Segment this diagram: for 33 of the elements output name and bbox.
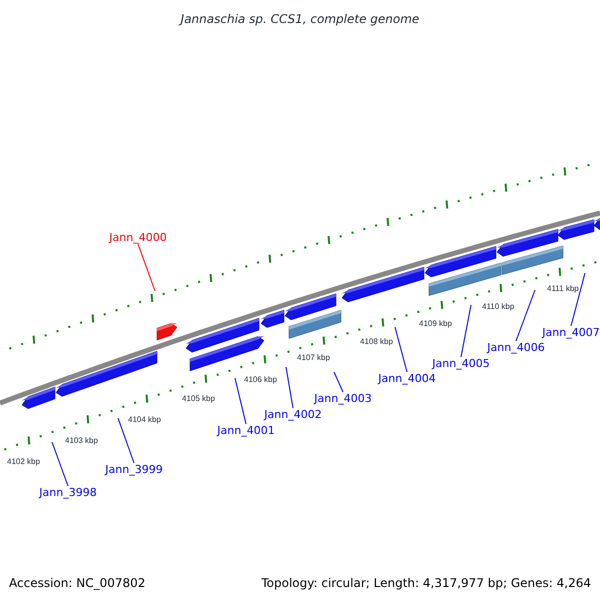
gene-label: Jann_3998 bbox=[39, 486, 97, 499]
gene-label: Jann_4004 bbox=[378, 372, 436, 385]
leader-line bbox=[460, 304, 472, 358]
position-label: 4103 kbp bbox=[65, 436, 98, 446]
gene-label: Jann_3999 bbox=[105, 463, 163, 476]
leader-line bbox=[334, 372, 344, 392]
leader-line bbox=[234, 378, 246, 424]
leader-line bbox=[118, 418, 134, 464]
position-label: 4111 kbp bbox=[547, 284, 579, 294]
gene-label: Jann_4001 bbox=[217, 424, 275, 437]
position-label: 4102 kbp bbox=[7, 457, 40, 467]
leader-line bbox=[138, 244, 156, 292]
position-label: 4110 kbp bbox=[482, 302, 514, 312]
position-label: 4109 kbp bbox=[419, 319, 452, 329]
genome-info: Topology: circular; Length: 4,317,977 bp; Genes: 4,264 bbox=[261, 575, 591, 592]
title: Jannaschia sp. CCS1, complete genome bbox=[178, 11, 420, 28]
gene-label: Jann_4002 bbox=[264, 408, 322, 421]
position-label: 4108 kbp bbox=[360, 337, 393, 347]
gene-label: Jann_4006 bbox=[487, 341, 545, 354]
gene-label: Jann_4007 bbox=[542, 326, 600, 339]
genome-info: Accession: NC_007802 bbox=[9, 575, 146, 592]
gene-label: Jann_4003 bbox=[314, 392, 372, 405]
leader-line bbox=[570, 272, 586, 326]
gene-label: Jann_4005 bbox=[432, 357, 490, 370]
leader-line bbox=[52, 442, 68, 486]
gene-label: Jann_4000 bbox=[109, 231, 167, 244]
leader-line bbox=[286, 366, 294, 408]
position-label: 4104 kbp bbox=[128, 415, 161, 425]
position-label: 4106 kbp bbox=[244, 375, 277, 385]
position-label: 4105 kbp bbox=[182, 394, 215, 404]
leader-line bbox=[516, 290, 536, 342]
leader-line bbox=[394, 326, 408, 372]
position-label: 4107 kbp bbox=[297, 353, 330, 363]
